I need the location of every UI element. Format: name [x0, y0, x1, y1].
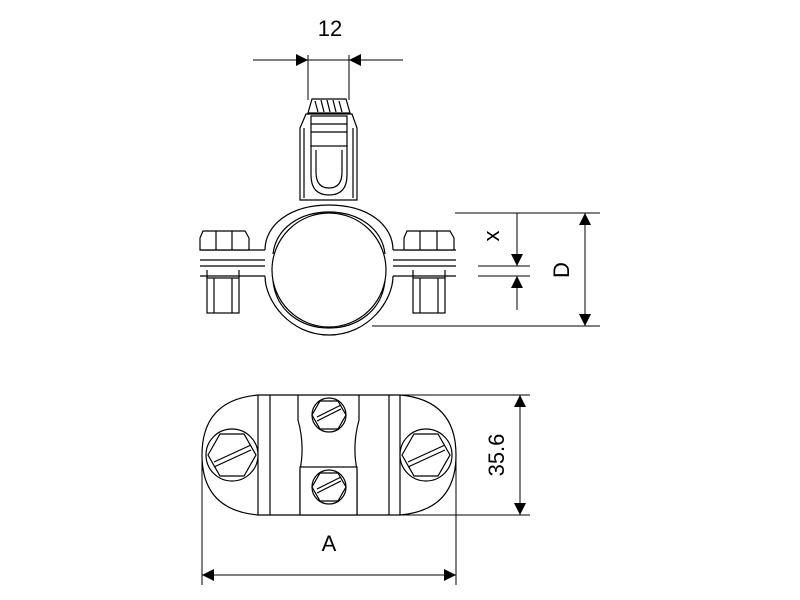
dimension-35-6	[400, 394, 530, 516]
plan-bolt-right	[399, 428, 453, 482]
dimension-A-label: A	[322, 531, 337, 556]
dimension-12	[253, 54, 403, 100]
dimension-A	[201, 455, 457, 585]
right-bolt	[403, 230, 455, 314]
dimension-12-label: 12	[318, 16, 342, 41]
plan-bolt-left	[205, 428, 259, 482]
dimension-x	[455, 212, 600, 310]
top-screw	[299, 98, 358, 201]
plan-screw-top	[311, 397, 347, 433]
dimension-D-label: D	[549, 262, 574, 278]
left-bolt	[199, 230, 250, 314]
plan-screw-bottom	[311, 469, 347, 505]
dimension-D	[372, 213, 600, 327]
clamp-plan-view	[201, 394, 457, 516]
dimension-x-label: x	[479, 231, 504, 242]
dimension-35-6-label: 35.6	[484, 434, 509, 477]
clamp-front-view	[199, 98, 456, 336]
